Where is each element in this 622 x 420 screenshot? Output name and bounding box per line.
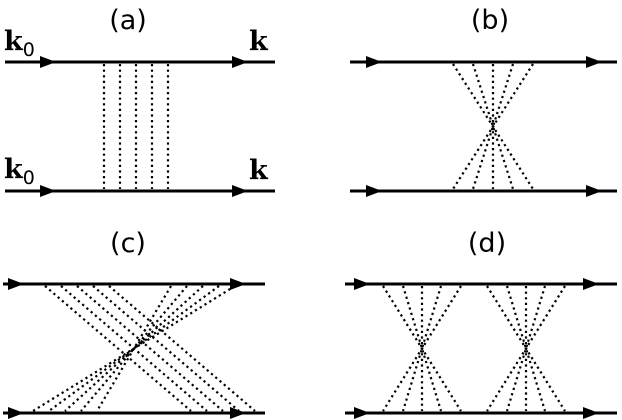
panel-c-crossed-lines xyxy=(32,285,256,412)
panel-d-left-fan-lines xyxy=(382,285,462,412)
panel-b-bottom-out-arrow xyxy=(586,185,602,197)
panel-a-top-left-momentum: k0 xyxy=(4,26,35,61)
panel-a-top-right-momentum: k xyxy=(249,26,269,57)
panel-c-top-in-arrow xyxy=(8,278,24,290)
panel-a-label: (a) xyxy=(109,5,147,36)
panel-d-top-in-arrow xyxy=(354,278,370,290)
panel-c-label: (c) xyxy=(110,228,146,259)
panel-a-bottom-right-momentum: k xyxy=(249,155,269,186)
panel-d-right-fan-lines xyxy=(486,285,566,412)
panel-a-bottom-in-arrow xyxy=(40,185,56,197)
panel-d-bottom-out-arrow xyxy=(583,407,599,419)
panel-c: (c) xyxy=(3,228,265,419)
panel-d-top-out-arrow xyxy=(583,278,599,290)
panel-b: (b) xyxy=(350,5,617,197)
panel-b-fan-lines xyxy=(452,63,534,190)
panel-b-top-out-arrow xyxy=(586,56,602,68)
panel-d-label: (d) xyxy=(468,228,506,259)
panel-c-bottom-out-arrow xyxy=(230,407,246,419)
panel-d: (d) xyxy=(345,228,617,419)
panel-a-bottom-out-arrow xyxy=(232,185,248,197)
panel-c-bottom-in-arrow xyxy=(8,407,24,419)
panel-b-label: (b) xyxy=(471,5,509,36)
panel-a-rungs xyxy=(102,64,170,189)
panel-d-bottom-in-arrow xyxy=(354,407,370,419)
panel-a-top-in-arrow xyxy=(40,56,56,68)
panel-b-bottom-in-arrow xyxy=(366,185,382,197)
panel-a: (a) k0 k k0 k xyxy=(4,5,275,197)
panel-b-top-in-arrow xyxy=(366,56,382,68)
panel-a-bottom-left-momentum: k0 xyxy=(4,154,35,189)
panel-c-top-out-arrow xyxy=(230,278,246,290)
panel-a-top-out-arrow xyxy=(232,56,248,68)
